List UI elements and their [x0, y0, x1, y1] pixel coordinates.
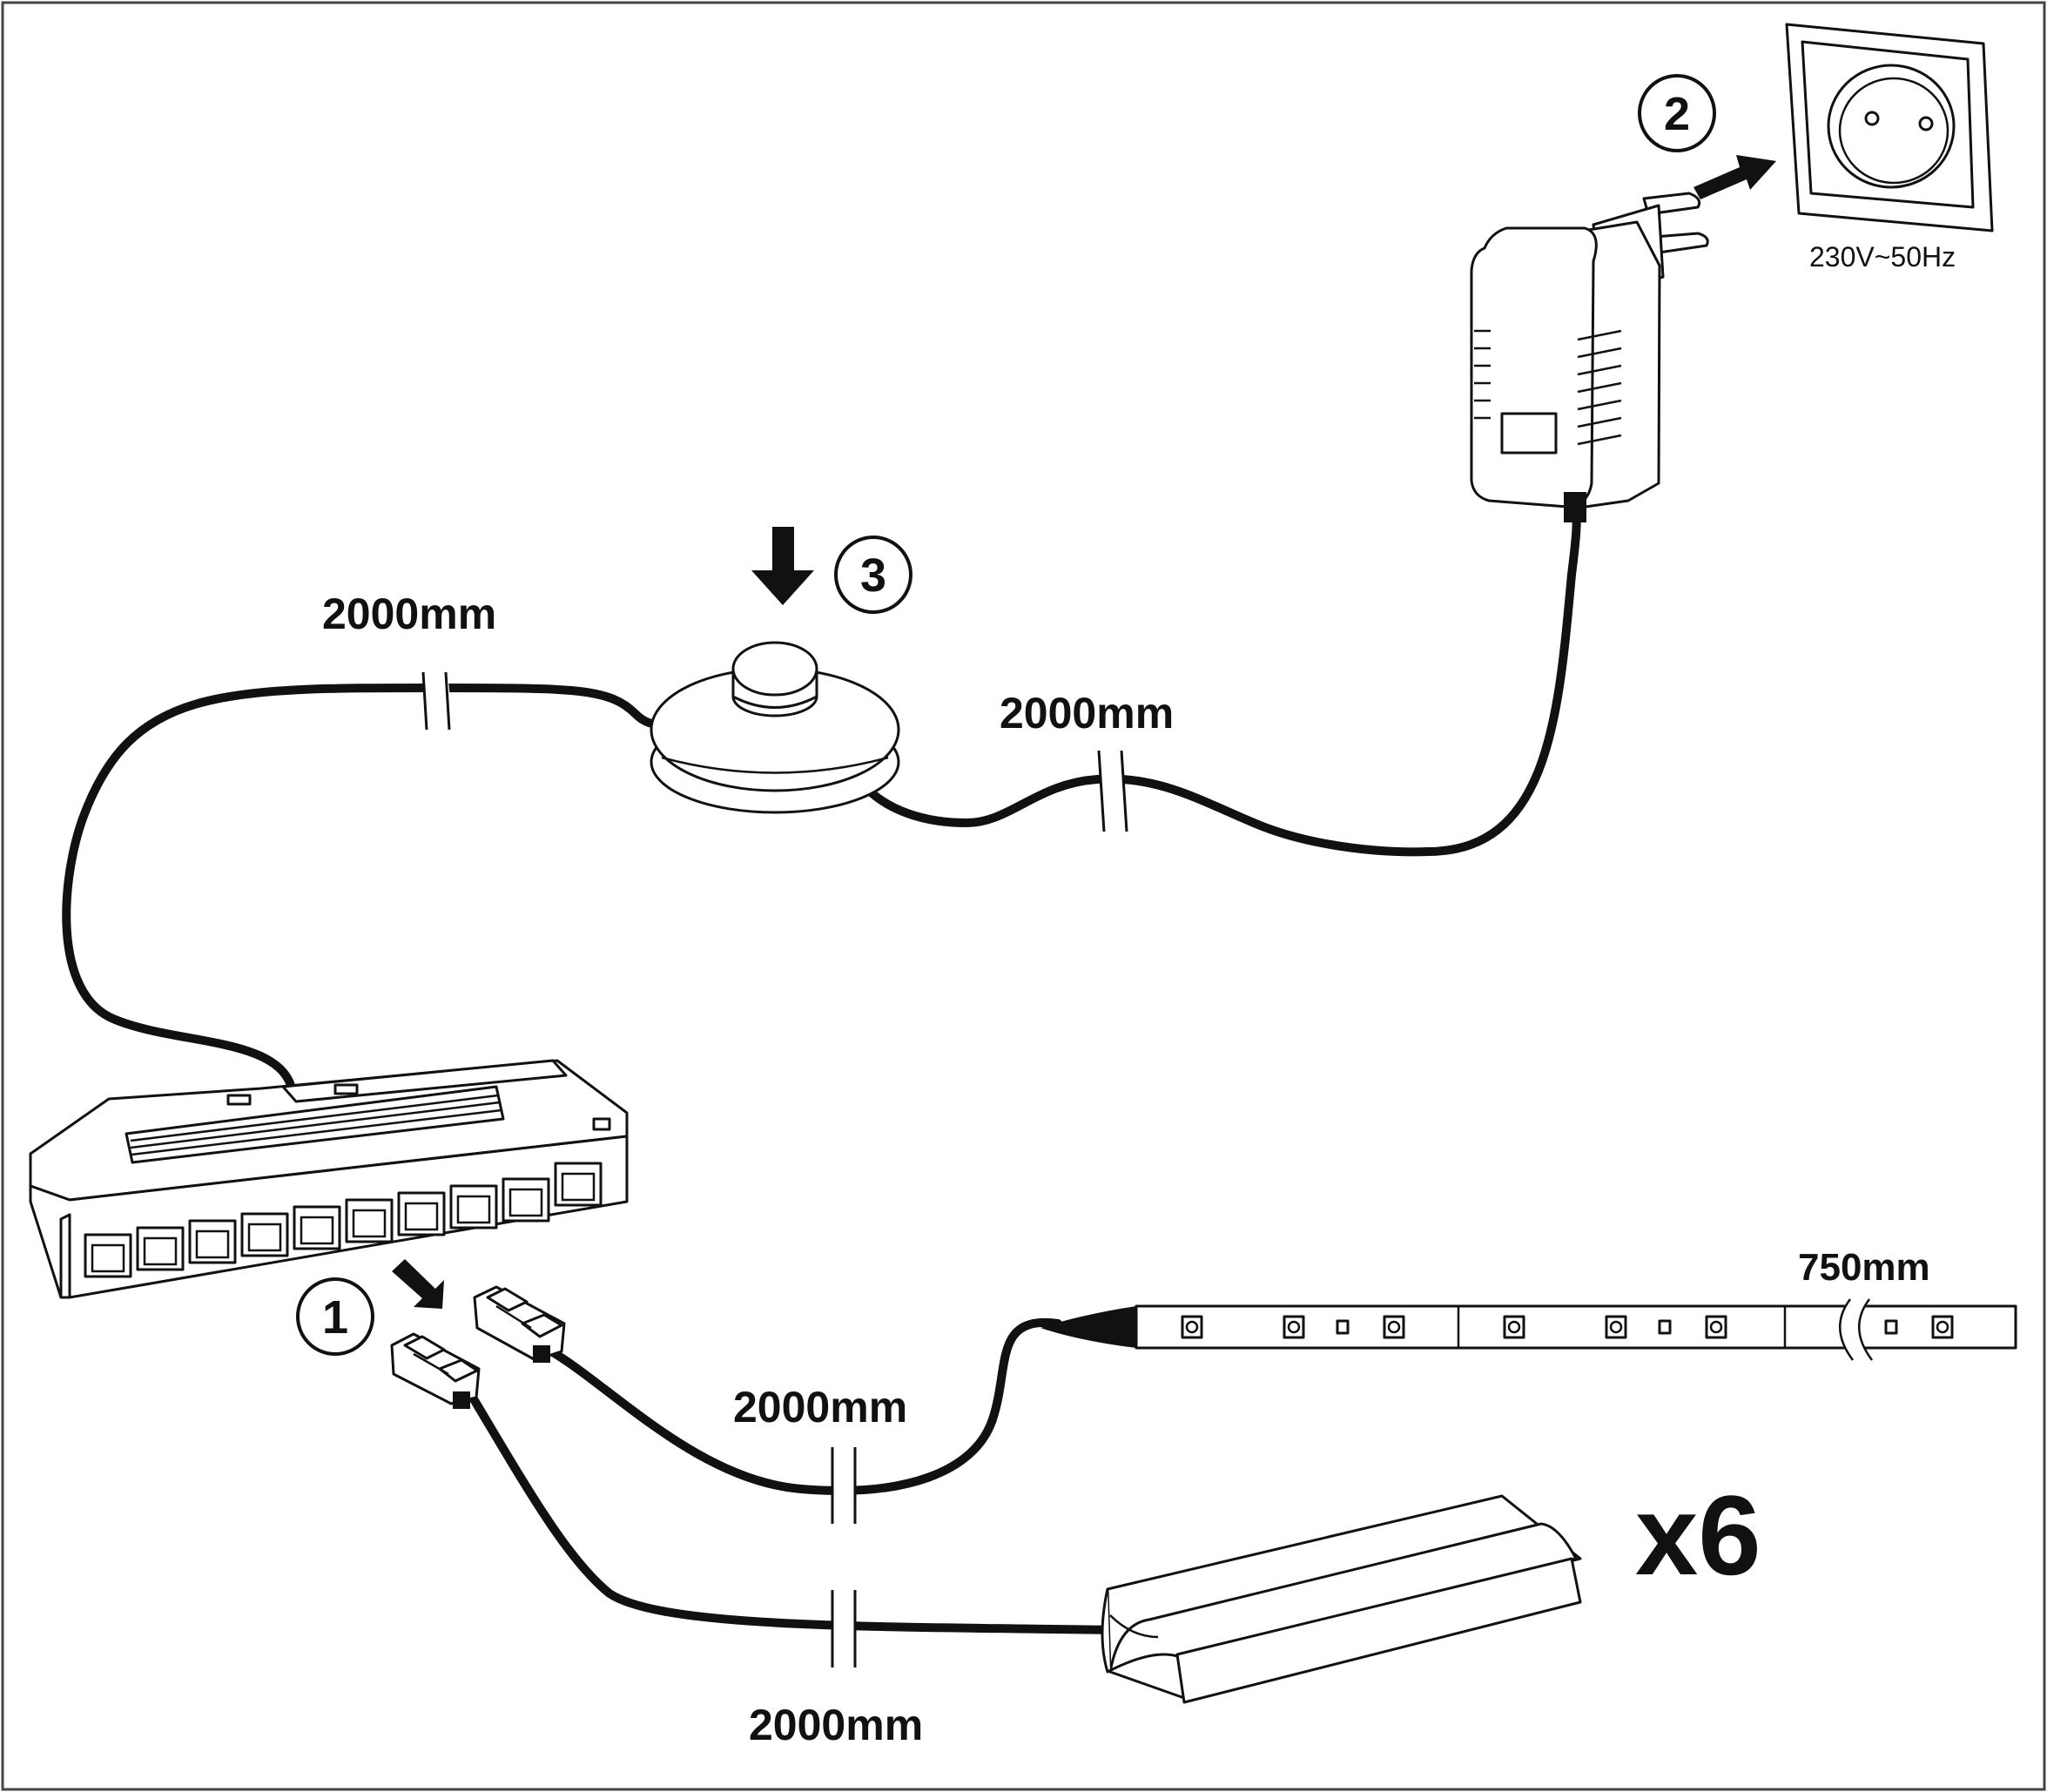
break-mark-switch-adapter	[1097, 750, 1128, 832]
connector-plug-lower	[390, 1332, 481, 1409]
cable-hub-to-strip	[544, 1317, 1062, 1495]
cable-switch-to-adapter	[862, 501, 1581, 857]
led-profile-icon	[1101, 1494, 1582, 1704]
break-mark-hub-strip	[831, 1447, 857, 1524]
cable-hub-to-switch	[62, 684, 668, 1093]
led-strip-icon	[1040, 1298, 2017, 1361]
cable-hub-to-profile	[466, 1389, 1128, 1634]
outlet-voltage-label: 230V~50Hz	[1809, 241, 1956, 273]
step-1-circle	[296, 1277, 374, 1356]
length-label-switch-hub: 2000mm	[322, 589, 496, 638]
distributor-hub-icon	[29, 1059, 629, 1299]
wall-outlet-icon	[1785, 23, 1994, 232]
press-arrow-icon	[751, 527, 814, 605]
length-label-switch-adapter: 2000mm	[1000, 689, 1174, 738]
step-3-circle	[834, 536, 912, 614]
length-label-hub-profile: 2000mm	[749, 1701, 923, 1749]
break-mark-switch-hub	[421, 670, 451, 731]
connector-plug-upper	[473, 1285, 566, 1363]
break-mark-hub-profile	[831, 1590, 857, 1667]
step-1-number: 1	[322, 1291, 348, 1344]
plug-in-arrow-icon	[1693, 155, 1776, 199]
length-label-strip: 750mm	[1798, 1246, 1930, 1289]
power-adapter-icon	[1470, 192, 1709, 522]
quantity-multiplier: x6	[1635, 1472, 1761, 1599]
step-3-number: 3	[860, 549, 886, 602]
step-2-number: 2	[1664, 88, 1690, 140]
foot-switch-icon	[650, 641, 900, 814]
insert-arrow-icon	[392, 1259, 444, 1309]
hub-port-row	[84, 1162, 603, 1278]
length-label-hub-strip: 2000mm	[733, 1383, 907, 1432]
step-2-circle	[1638, 74, 1716, 152]
